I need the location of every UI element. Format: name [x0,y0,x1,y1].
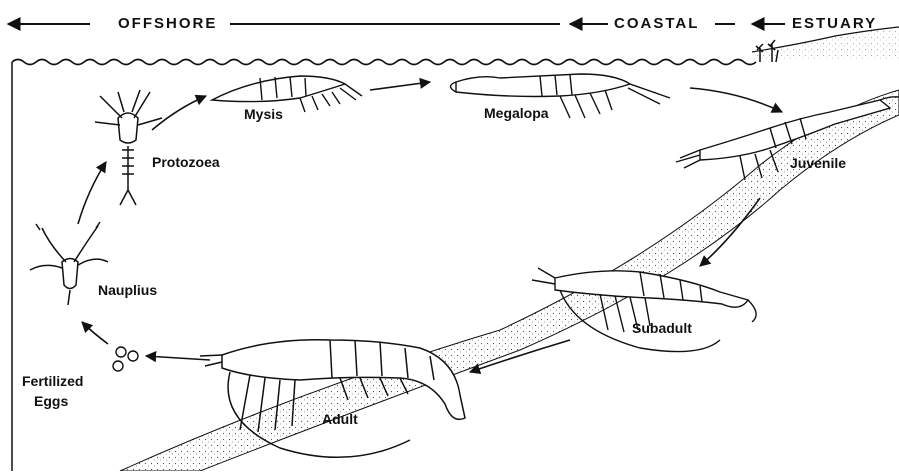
stage-label-adult: Adult [322,411,358,427]
mysis-icon [212,76,362,112]
stage-label-fertilized: Fertilized [22,373,83,389]
zone-label-offshore: OFFSHORE [118,15,217,32]
stage-label-juvenile: Juvenile [790,155,846,171]
arrow-eggs-to-nauplius [82,322,108,344]
stage-label-protozoea: Protozoea [152,154,220,170]
stage-label-mysis: Mysis [244,106,283,122]
zone-label-estuary: ESTUARY [792,15,877,32]
stage-label-eggs: Eggs [34,393,68,409]
arrow-nauplius-to-protozoea [78,162,106,224]
arrow-protozoea-to-mysis [152,96,206,130]
sea-floor [120,90,899,471]
protozoea-icon [95,90,162,205]
stage-label-nauplius: Nauplius [98,282,157,298]
stage-label-megalopa: Megalopa [484,105,549,121]
arrow-megalopa-to-juvenile [690,88,782,112]
stage-label-subadult: Subadult [632,320,692,336]
eggs-icon [113,347,138,371]
nauplius-icon [30,222,108,305]
zone-label-coastal: COASTAL [614,15,699,32]
arrow-mysis-to-megalopa [370,82,430,90]
